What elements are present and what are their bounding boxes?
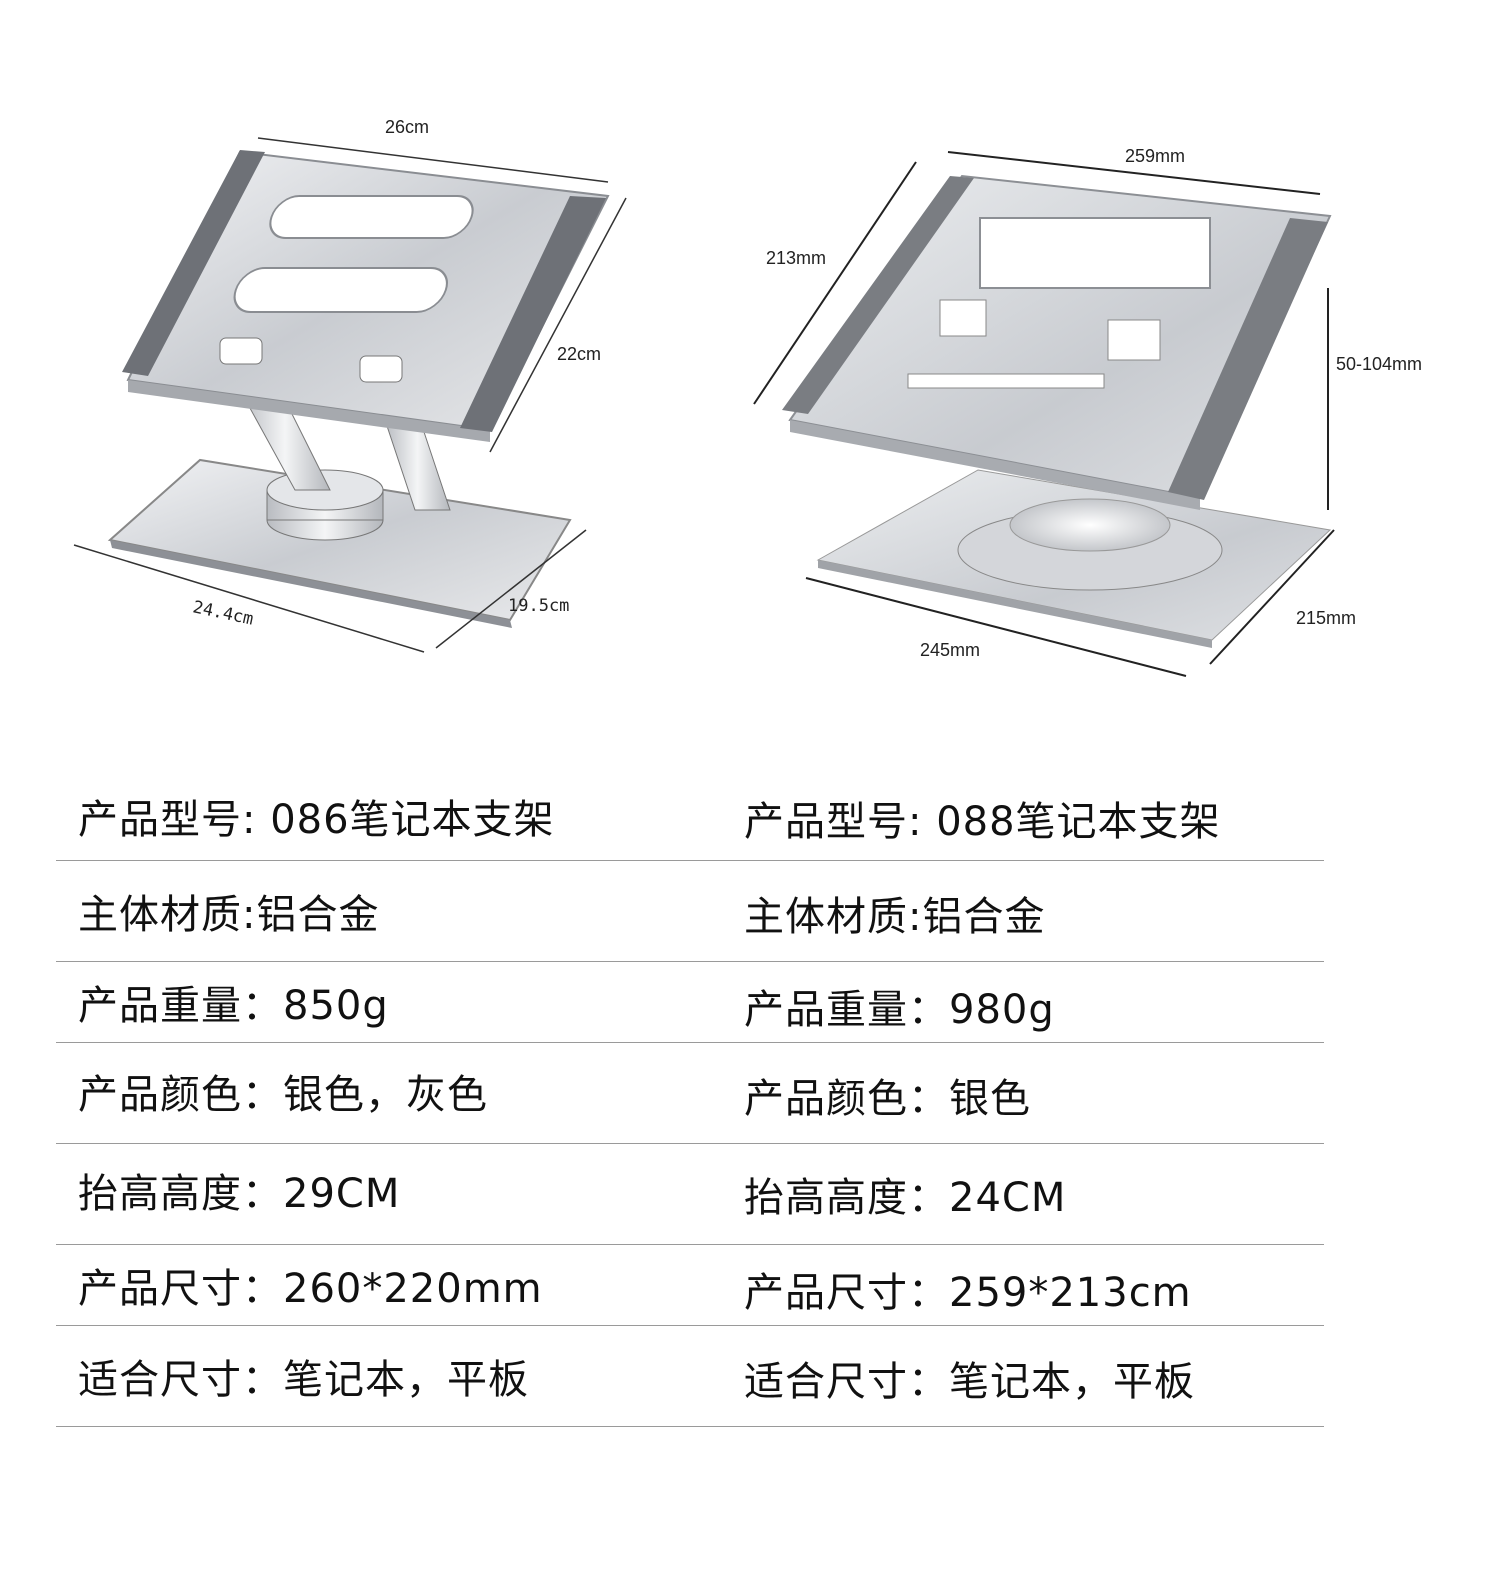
vent-slot (233, 267, 448, 313)
grip-pad (1168, 218, 1328, 500)
spec-088: 主体材质:铝合金 (744, 894, 1046, 940)
dim-height-range: 50-104mm (1336, 354, 1422, 374)
spec-row-size: 产品尺寸：260*220mm 产品尺寸：259*213cm (56, 1245, 1324, 1326)
dim-base-width: 245mm (920, 640, 980, 660)
vent-slot (269, 195, 474, 239)
spec-086: 适合尺寸：笔记本，平板 (78, 1357, 529, 1403)
grip-pad (782, 176, 974, 414)
spec-row-material: 主体材质:铝合金 主体材质:铝合金 (56, 861, 1324, 962)
spec-row-color: 产品颜色：银色，灰色 产品颜色：银色 (56, 1043, 1324, 1144)
vent-slot (979, 217, 1211, 289)
spec-row-lift-height: 抬高高度：29CM 抬高高度：24CM (56, 1144, 1324, 1245)
spec-088: 抬高高度：24CM (744, 1175, 1067, 1221)
spec-088: 适合尺寸：笔记本，平板 (744, 1359, 1195, 1405)
product-086-diagram: 26cm 22cm 24.4cm 19.5cm (73, 117, 627, 653)
dim-top-width: 259mm (1125, 146, 1185, 166)
spec-comparison-table: 产品型号: 086笔记本支架 产品型号: 088笔记本支架 主体材质:铝合金 主… (56, 760, 1324, 1427)
dim-base-depth: 215mm (1296, 608, 1356, 628)
dim-side-depth: 213mm (766, 248, 826, 268)
spec-086: 产品颜色：银色，灰色 (78, 1072, 488, 1118)
spec-row-weight: 产品重量：850g 产品重量：980g (56, 962, 1324, 1043)
spec-088: 产品重量：980g (744, 987, 1055, 1033)
dim-side-depth: 22cm (557, 344, 601, 364)
spec-row-model: 产品型号: 086笔记本支架 产品型号: 088笔记本支架 (56, 760, 1324, 861)
spec-088: 产品颜色：银色 (744, 1076, 1031, 1122)
spec-086: 主体材质:铝合金 (78, 892, 380, 938)
spec-086: 产品重量：850g (78, 983, 389, 1029)
dim-base-depth: 19.5cm (508, 596, 569, 616)
spec-row-fit: 适合尺寸：笔记本，平板 适合尺寸：笔记本，平板 (56, 1326, 1324, 1427)
spec-086: 产品型号: 086笔记本支架 (78, 797, 555, 843)
spec-088: 产品型号: 088笔记本支架 (744, 799, 1221, 845)
product-088-diagram: 259mm 213mm 50-104mm 245mm 215mm (753, 146, 1422, 677)
spec-088: 产品尺寸：259*213cm (744, 1270, 1192, 1316)
dim-top-width: 26cm (385, 117, 429, 137)
spec-086: 产品尺寸：260*220mm (78, 1266, 543, 1312)
grip-pad (122, 150, 265, 376)
dim-base-width: 24.4cm (191, 597, 255, 629)
grip-pad (460, 196, 606, 432)
spec-086: 抬高高度：29CM (78, 1171, 401, 1217)
base-plate (107, 458, 572, 622)
